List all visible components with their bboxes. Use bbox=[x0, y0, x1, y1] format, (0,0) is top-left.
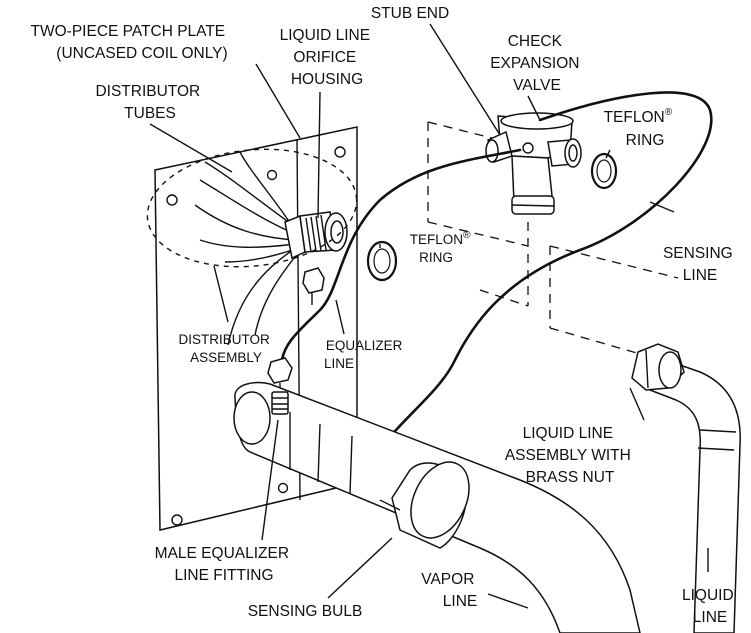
equalizer-line-label: EQUALIZER LINE bbox=[324, 338, 406, 371]
sensing-line-label: SENSING LINE bbox=[663, 245, 737, 284]
distributor-highlight bbox=[146, 148, 358, 268]
liquid-line-assembly-label: LIQUID LINE ASSEMBLY WITH BRASS NUT bbox=[505, 425, 635, 486]
stub-end-label: STUB END bbox=[371, 5, 449, 22]
check-expansion-valve bbox=[485, 112, 582, 215]
sensing-bulb-label: SENSING BULB bbox=[248, 603, 363, 620]
male-equalizer-fitting-label: MALE EQUALIZER LINE FITTING bbox=[155, 545, 294, 584]
vapor-line-label: VAPOR LINE bbox=[421, 571, 478, 610]
distributor-tubes-label: DISTRIBUTOR TUBES bbox=[95, 83, 204, 122]
teflon-ring-center bbox=[366, 240, 398, 282]
teflon-ring-right-label: TEFLON® RING bbox=[604, 102, 677, 149]
sensing-bulb bbox=[379, 461, 470, 549]
orifice-housing-label: LIQUID LINE ORIFICE HOUSING bbox=[280, 27, 375, 88]
liquid-line-label: LIQUID LINE bbox=[682, 587, 738, 626]
teflon-ring-center-label: TEFLON® RING bbox=[410, 226, 474, 265]
male-equalizer-fitting bbox=[271, 391, 289, 415]
leader-lines bbox=[149, 23, 709, 609]
expansion-valve-label: CHECK EXPANSION VALVE bbox=[490, 33, 584, 94]
brass-nut bbox=[631, 343, 685, 391]
liquid-line bbox=[649, 357, 741, 633]
equalizer-line bbox=[280, 148, 522, 362]
patch-plate-label: TWO-PIECE PATCH PLATE (UNCASED COIL ONLY… bbox=[31, 23, 230, 62]
distributor-assembly-label: DISTRIBUTOR ASSEMBLY bbox=[178, 332, 273, 365]
teflon-ring-right bbox=[590, 152, 618, 190]
plate-fitting bbox=[302, 267, 325, 305]
